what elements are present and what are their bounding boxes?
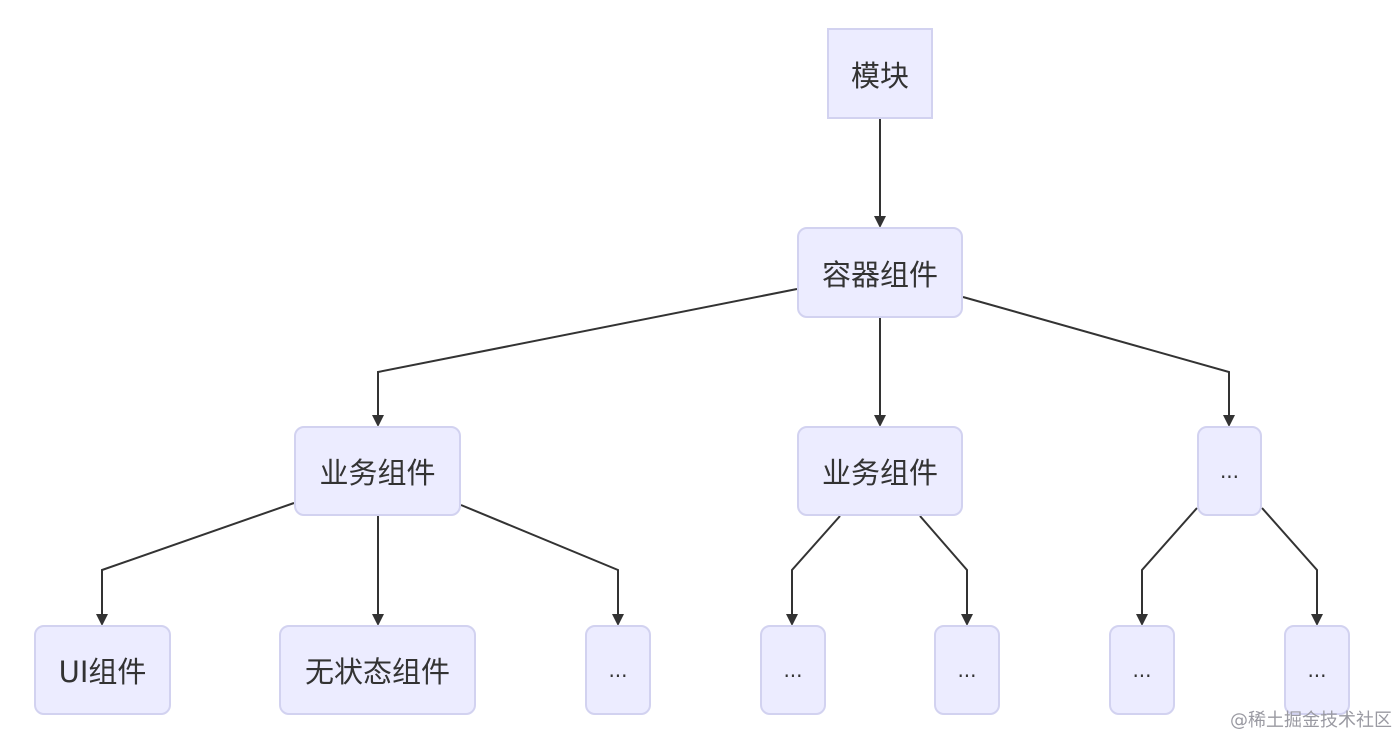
node-ellipsis-business-1: ... (585, 625, 651, 715)
node-ellipsis-business-2-a: ... (760, 625, 826, 715)
node-ellipsis-business-2-b-label: ... (957, 658, 977, 682)
node-module: 模块 (827, 28, 933, 119)
node-business-component-1-label: 业务组件 (319, 456, 436, 490)
node-ellipsis-business-2-b: ... (934, 625, 1000, 715)
node-business-component-2: 业务组件 (797, 426, 963, 516)
node-container-component-label: 容器组件 (821, 257, 938, 292)
edge-business-1-ellipsis (460, 504, 624, 626)
node-stateless-component: 无状态组件 (279, 625, 476, 715)
node-ellipsis-level3-b-label: ... (1307, 658, 1327, 682)
edge-business-2-ellipsis-b (919, 515, 973, 626)
edge-business-1-ui (96, 502, 295, 626)
node-container-component: 容器组件 (797, 227, 963, 318)
edge-ellipsis-l2-ellipsis-b (1261, 507, 1323, 626)
node-ellipsis-business-1-label: ... (608, 658, 628, 682)
node-ui-component-label: UI组件 (58, 655, 147, 689)
node-ellipsis-level3-a: ... (1109, 625, 1175, 715)
node-ellipsis-business-2-a-label: ... (783, 658, 803, 682)
node-ellipsis-level2-label: ... (1219, 459, 1240, 483)
node-ellipsis-level3-a-label: ... (1132, 658, 1152, 682)
node-business-component-1: 业务组件 (294, 426, 461, 516)
node-module-label: 模块 (850, 58, 909, 93)
node-business-component-2-label: 业务组件 (821, 456, 938, 490)
node-ellipsis-level3-b: ... (1284, 625, 1350, 715)
node-stateless-component-label: 无状态组件 (304, 655, 450, 689)
edge-business-2-ellipsis-a (786, 515, 841, 626)
watermark: @稀土掘金技术社区 (1230, 710, 1392, 731)
edge-ellipsis-l2-ellipsis-a (1136, 507, 1198, 626)
node-ellipsis-level2: ... (1197, 426, 1262, 516)
edge-container-business-1 (372, 288, 798, 427)
edge-container-ellipsis-l2 (962, 296, 1235, 427)
node-ui-component: UI组件 (34, 625, 171, 715)
